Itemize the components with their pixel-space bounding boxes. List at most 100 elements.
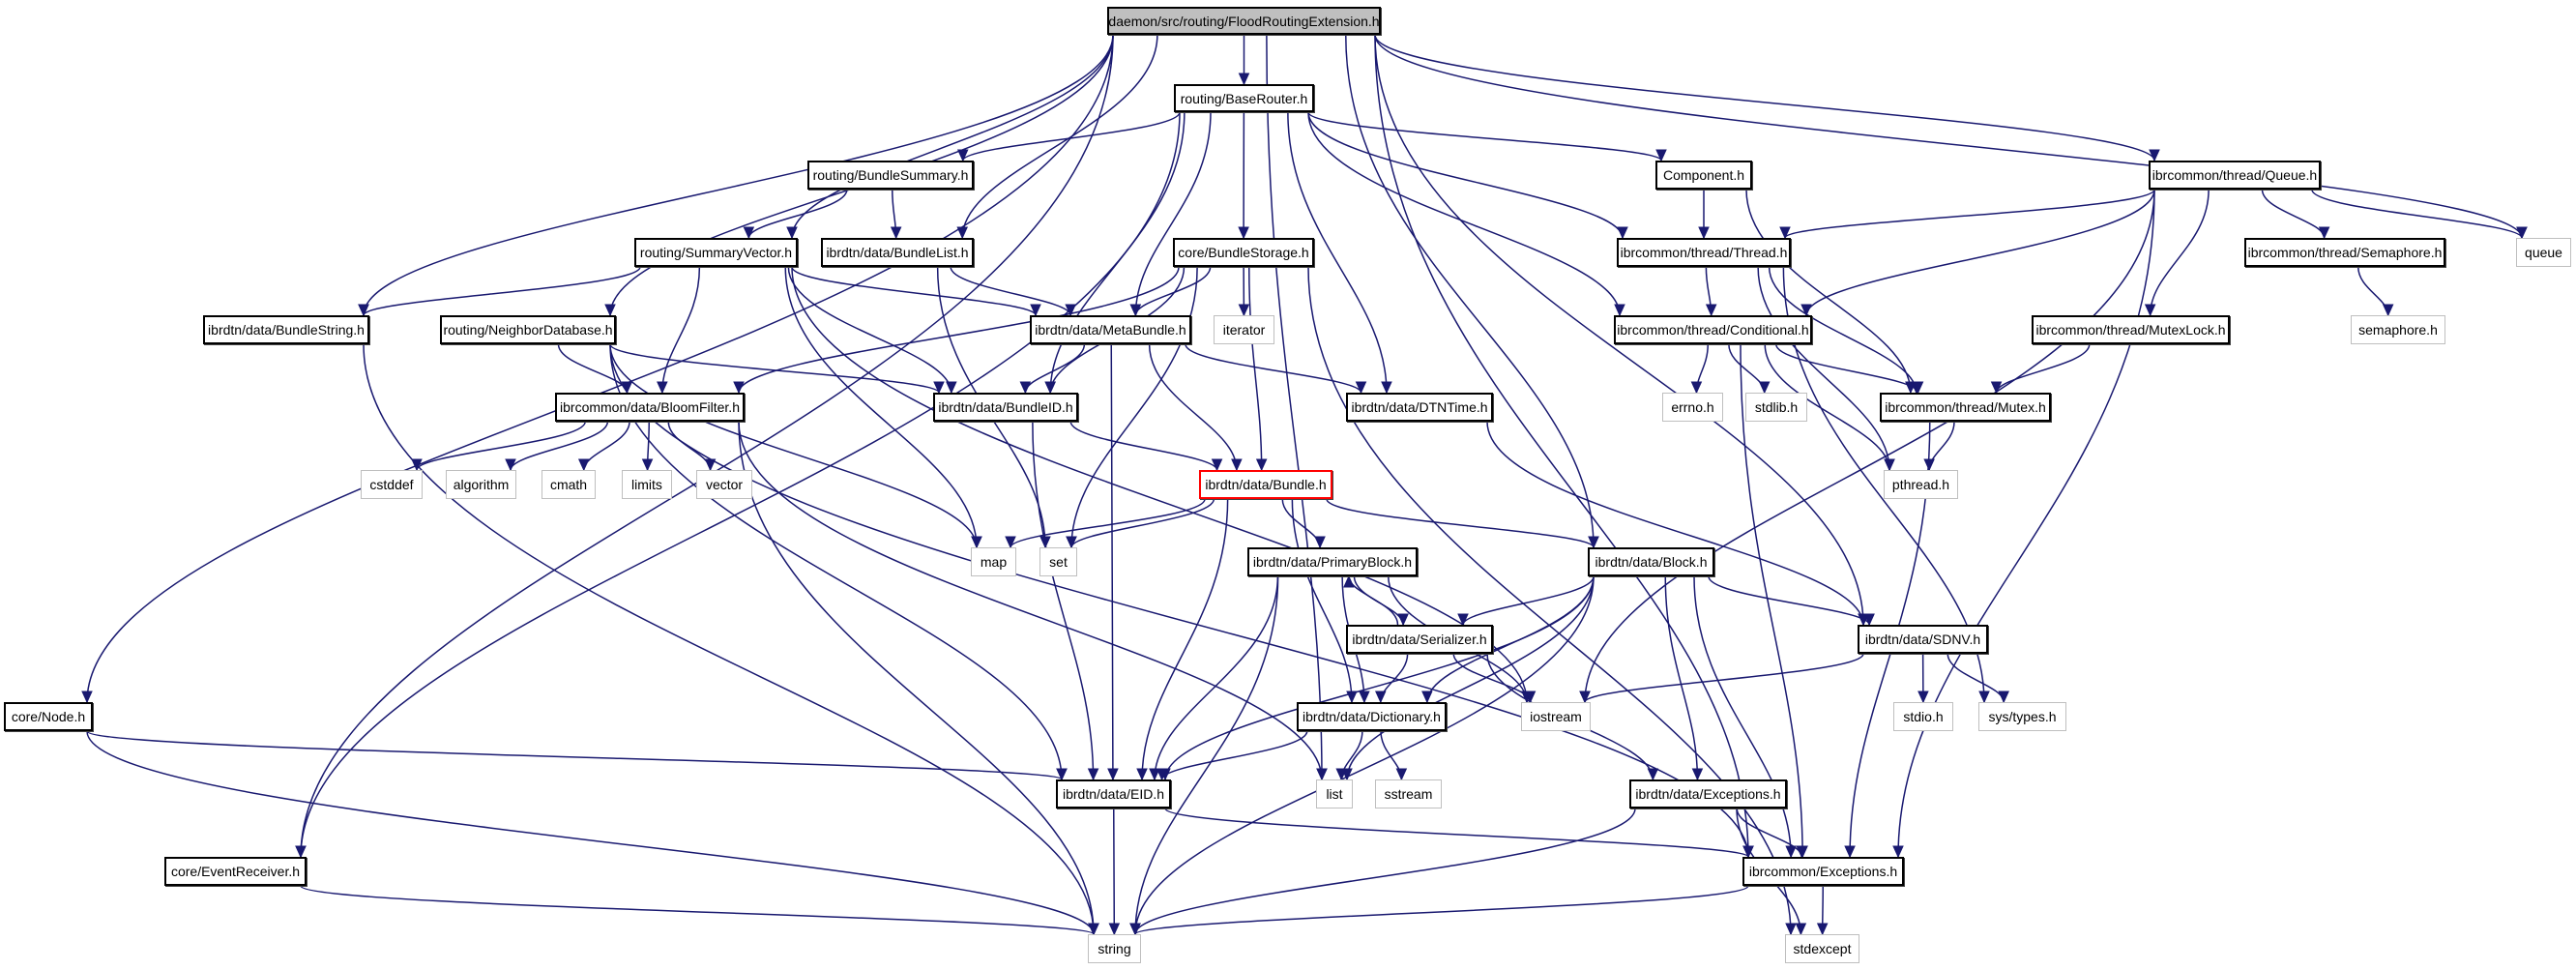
graph-node-conditional[interactable]: ibrcommon/thread/Conditional.h	[1614, 315, 1812, 344]
arrowhead-icon	[933, 381, 945, 395]
edge-eid-to-string	[1113, 808, 1116, 935]
arrowhead-icon	[1795, 923, 1807, 936]
arrowhead-icon	[1705, 304, 1717, 317]
arrowhead-icon	[1457, 613, 1469, 627]
edge-baserouter-to-eventreceiver	[300, 111, 1181, 858]
edge-root-to-bundlestring	[363, 34, 1114, 316]
edge-bundlestorage-to-bundle	[1248, 266, 1263, 471]
arrowhead-icon	[1796, 845, 1807, 859]
graph-node-label: ibrdtn/data/BundleID.h	[938, 399, 1073, 415]
graph-node-semaphore-h[interactable]: ibrcommon/thread/Semaphore.h	[2244, 238, 2445, 267]
graph-node-label: iostream	[1530, 709, 1582, 724]
edge-eid-to-exceptions	[1164, 808, 1749, 858]
graph-node-label: ibrcommon/Exceptions.h	[1748, 864, 1898, 879]
edge-metabundle-to-eid	[1110, 343, 1114, 780]
graph-node-label: set	[1049, 554, 1068, 570]
graph-node-baserouter[interactable]: routing/BaseRouter.h	[1174, 84, 1314, 112]
arrowhead-icon	[1087, 768, 1099, 781]
arrowhead-icon	[1066, 536, 1077, 549]
edge-queue_h-to-queue	[2311, 189, 2523, 239]
graph-node-label: algorithm	[453, 477, 510, 492]
graph-node-label: ibrdtn/data/SDNV.h	[1864, 632, 1981, 647]
arrowhead-icon	[1614, 304, 1625, 317]
edge-conditional-to-stdlib	[1728, 343, 1766, 394]
graph-node-label: core/Node.h	[11, 709, 86, 724]
arrowhead-icon	[1758, 381, 1771, 395]
graph-node-thread[interactable]: ibrcommon/thread/Thread.h	[1617, 238, 1791, 267]
edge-baserouter-to-component	[1307, 111, 1662, 162]
arrowhead-icon	[1884, 458, 1895, 472]
edge-block-to-list	[1346, 575, 1595, 780]
graph-node-algorithm: algorithm	[446, 470, 516, 499]
edge-summaryvector-to-map	[784, 266, 978, 548]
edge-baserouter-to-dtntime	[1287, 111, 1388, 394]
graph-node-label: ibrcommon/data/BloomFilter.h	[560, 399, 740, 415]
edge-baserouter-to-bundlesummary	[962, 111, 1181, 162]
arrowhead-icon	[1044, 381, 1056, 395]
graph-node-queue: queue	[2516, 238, 2571, 267]
graph-node-label: sys/types.h	[1988, 709, 2057, 724]
graph-node-bundlesummary[interactable]: routing/BundleSummary.h	[807, 161, 974, 190]
graph-node-eid[interactable]: ibrdtn/data/EID.h	[1056, 779, 1171, 808]
graph-node-primaryblock[interactable]: ibrdtn/data/PrimaryBlock.h	[1247, 547, 1418, 576]
arrowhead-icon	[1129, 304, 1142, 317]
graph-node-bundlelist[interactable]: ibrdtn/data/BundleList.h	[821, 238, 974, 267]
edge-bundleid-to-bundle	[1069, 421, 1218, 471]
arrowhead-icon	[1030, 304, 1041, 317]
edge-primaryblock-to-eid	[1154, 575, 1279, 780]
graph-node-dictionary[interactable]: ibrdtn/data/Dictionary.h	[1297, 702, 1447, 731]
graph-node-sdnv[interactable]: ibrdtn/data/SDNV.h	[1858, 625, 1988, 654]
arrowhead-icon	[1343, 574, 1355, 588]
graph-node-root[interactable]: daemon/src/routing/FloodRoutingExtension…	[1107, 7, 1381, 35]
graph-node-label: stdexcept	[1793, 941, 1852, 956]
graph-node-bundle[interactable]: ibrdtn/data/Bundle.h	[1199, 470, 1332, 499]
graph-node-label: ibrdtn/data/Dictionary.h	[1303, 709, 1441, 724]
graph-node-label: ibrdtn/data/MetaBundle.h	[1035, 322, 1186, 338]
edge-component-to-mutex	[1745, 189, 1912, 394]
arrowhead-icon	[1397, 613, 1409, 627]
graph-node-label: limits	[631, 477, 662, 492]
arrowhead-icon	[505, 458, 516, 472]
arrowhead-icon	[1691, 768, 1704, 781]
edge-node-to-string	[86, 730, 1095, 935]
edge-thread-to-mutex	[1768, 266, 1917, 394]
graph-node-mutex[interactable]: ibrcommon/thread/Mutex.h	[1880, 393, 2051, 422]
arrowhead-icon	[358, 304, 369, 317]
graph-node-dtntime[interactable]: ibrdtn/data/DTNTime.h	[1346, 393, 1493, 422]
graph-node-node[interactable]: core/Node.h	[4, 702, 93, 731]
arrowhead-icon	[2144, 304, 2156, 317]
edge-neighbordb-to-map	[609, 343, 978, 548]
edge-root-to-queue	[1374, 34, 2523, 239]
graph-node-summaryvector[interactable]: routing/SummaryVector.h	[634, 238, 798, 267]
edge-conditional-to-pthread	[1764, 343, 1890, 471]
edge-root-to-exceptions	[1374, 34, 1749, 858]
graph-node-mutexlock[interactable]: ibrcommon/thread/MutexLock.h	[2032, 315, 2230, 344]
graph-node-bundleid[interactable]: ibrdtn/data/BundleID.h	[933, 393, 1078, 422]
graph-node-pthread: pthread.h	[1884, 470, 1958, 499]
arrowhead-icon	[1779, 226, 1791, 240]
graph-node-exceptions[interactable]: ibrcommon/Exceptions.h	[1742, 857, 1904, 886]
graph-node-dataexceptions[interactable]: ibrdtn/data/Exceptions.h	[1629, 779, 1787, 808]
edge-root-to-queue_h	[1374, 34, 2155, 162]
edge-summaryvector-to-bundlestring	[363, 266, 641, 316]
graph-node-bloomfilter[interactable]: ibrcommon/data/BloomFilter.h	[555, 393, 745, 422]
arrowhead-icon	[1231, 458, 1243, 472]
graph-node-bundlestring[interactable]: ibrdtn/data/BundleString.h	[203, 315, 369, 344]
graph-node-errno: errno.h	[1662, 393, 1723, 422]
graph-node-eventreceiver[interactable]: core/EventReceiver.h	[164, 857, 307, 886]
graph-node-queue-h[interactable]: ibrcommon/thread/Queue.h	[2149, 161, 2321, 190]
graph-node-serializer[interactable]: ibrdtn/data/Serializer.h	[1346, 625, 1493, 654]
graph-node-bundlestorage[interactable]: core/BundleStorage.h	[1173, 238, 1314, 267]
edge-summaryvector-to-bloomfilter	[661, 266, 701, 394]
graph-node-metabundle[interactable]: ibrdtn/data/MetaBundle.h	[1030, 315, 1191, 344]
graph-node-block[interactable]: ibrdtn/data/Block.h	[1588, 547, 1714, 576]
arrowhead-icon	[411, 458, 423, 472]
arrowhead-icon	[1421, 691, 1433, 704]
arrowhead-icon	[1998, 691, 2009, 704]
arrowhead-icon	[956, 226, 968, 240]
graph-node-neighbordb[interactable]: routing/NeighborDatabase.h	[440, 315, 616, 344]
graph-node-label: iterator	[1222, 322, 1266, 338]
arrowhead-icon	[1108, 923, 1121, 936]
graph-node-component[interactable]: Component.h	[1655, 161, 1752, 190]
graph-node-label: ibrdtn/data/DTNTime.h	[1351, 399, 1488, 415]
